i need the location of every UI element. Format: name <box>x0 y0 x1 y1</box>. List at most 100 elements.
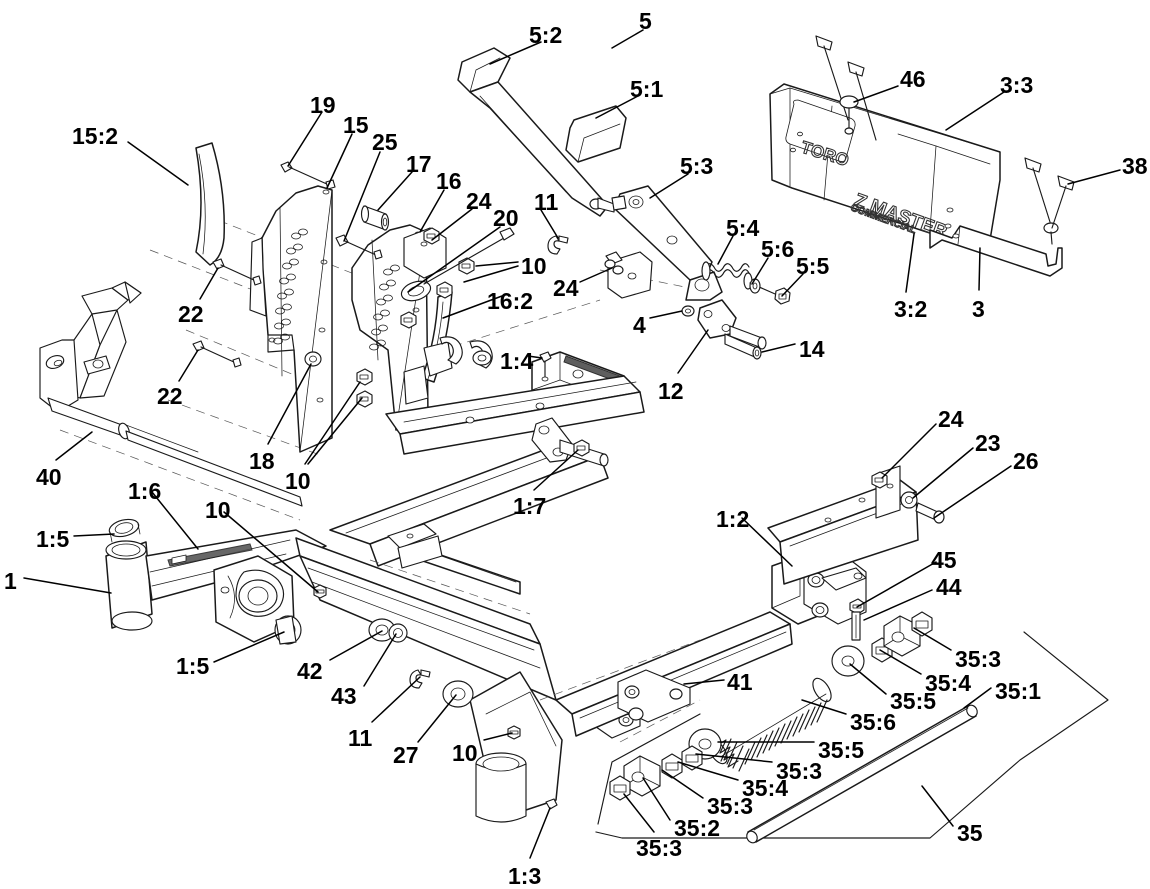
bolt-38-b <box>1051 175 1075 229</box>
callout-41: 41 <box>727 669 753 695</box>
part-15-footrest-plate-left <box>249 185 333 453</box>
callout-11: 11 <box>348 725 373 751</box>
bolt-1-3-pin <box>545 798 558 810</box>
callout-43: 43 <box>331 683 357 709</box>
hardware-stack-lower <box>609 728 722 801</box>
bolt-upper-a <box>815 35 849 121</box>
callout-5-3: 5:3 <box>680 153 714 179</box>
callout-35-3: 35:3 <box>955 646 1002 672</box>
callout-16: 16 <box>436 168 462 194</box>
callout-26: 26 <box>1013 448 1039 474</box>
bolt-38 <box>1024 157 1059 245</box>
callout-4: 4 <box>633 312 646 338</box>
callout-35-5: 35:5 <box>818 737 865 763</box>
callout-1-4: 1:4 <box>500 348 534 374</box>
callout-5-2: 5:2 <box>529 22 563 48</box>
callout-15-2: 15:2 <box>72 123 119 149</box>
callout-1-2: 1:2 <box>716 506 750 532</box>
washer-23 <box>900 491 918 509</box>
bolt-1-4 <box>539 351 552 382</box>
callout-45: 45 <box>931 547 957 573</box>
callout-5-1: 5:1 <box>630 76 664 102</box>
nut-10-frame <box>313 584 327 599</box>
callout-27: 27 <box>393 742 419 768</box>
callout-leader-lines <box>23 29 1121 859</box>
hardware-stack-upper <box>831 611 933 677</box>
callout-1-3: 1:3 <box>508 863 542 889</box>
callout-38: 38 <box>1122 153 1148 179</box>
part-41-bracket <box>617 669 691 723</box>
bushing-1-5-upper <box>108 518 141 543</box>
part-5-pedal-assembly <box>457 47 723 301</box>
callout-35-4: 35:4 <box>742 775 789 801</box>
washer-43 <box>388 623 408 643</box>
callout-3-2: 3:2 <box>894 296 928 322</box>
callout-46: 46 <box>900 66 926 92</box>
callout-1-6: 1:6 <box>128 478 162 504</box>
callout-19: 19 <box>310 92 336 118</box>
locknuts-24 <box>400 227 453 329</box>
callout-10: 10 <box>452 740 478 766</box>
fasteners-footrest-group <box>192 161 569 408</box>
locknuts-10 <box>356 257 475 408</box>
callout-18: 18 <box>249 448 275 474</box>
part-12-link-group <box>681 299 767 360</box>
callout-35-3: 35:3 <box>707 793 754 819</box>
callout-35-3: 35:3 <box>636 835 683 861</box>
knob-46 <box>839 95 859 135</box>
callout-35: 35 <box>957 820 983 846</box>
part-3-control-panel: TORO Z MASTER COMMERCIAL <box>769 35 1075 277</box>
callout-35-5: 35:5 <box>890 688 937 714</box>
bolt-22-lower <box>192 340 242 368</box>
callout-14: 14 <box>799 336 825 362</box>
callout-11: 11 <box>534 189 559 215</box>
callout-42: 42 <box>297 658 323 684</box>
callout-10: 10 <box>205 497 231 523</box>
callout-35-2: 35:2 <box>674 815 721 841</box>
callout-1-7: 1:7 <box>513 493 547 519</box>
callout-24: 24 <box>466 188 492 214</box>
callout-5-6: 5:6 <box>761 236 795 262</box>
callout-1-5: 1:5 <box>36 526 70 552</box>
clip-11 <box>547 235 569 255</box>
callout-12: 12 <box>658 378 684 404</box>
callout-44: 44 <box>936 574 962 600</box>
part-1-main-frame <box>105 336 919 823</box>
callout-35-4: 35:4 <box>925 670 972 696</box>
bushing-1-5-lower <box>274 615 302 645</box>
part-15-2-trim <box>195 142 225 266</box>
callout-10: 10 <box>285 468 311 494</box>
bolt-22-upper <box>212 258 262 286</box>
part-35-spring-rod-assembly <box>595 611 1109 844</box>
callout-40: 40 <box>36 464 62 490</box>
callout-35-1: 35:1 <box>995 678 1042 704</box>
callout-1: 1 <box>4 568 17 594</box>
callout-1-5: 1:5 <box>176 653 210 679</box>
callout-22: 22 <box>157 383 183 409</box>
callout-20: 20 <box>493 205 519 231</box>
callout-15: 15 <box>343 112 369 138</box>
callout-25: 25 <box>372 129 398 155</box>
bolt-upper-b <box>847 61 877 141</box>
spacer-18 <box>304 351 322 367</box>
callout-35-3: 35:3 <box>776 758 823 784</box>
callout-5: 5 <box>639 8 652 34</box>
callout-5-4: 5:4 <box>726 215 760 241</box>
callout-3: 3 <box>972 296 985 322</box>
callout-24: 24 <box>553 275 579 301</box>
part-40-pedal-arm-assembly <box>39 281 303 507</box>
callout-24: 24 <box>938 406 964 432</box>
part-1-7-link <box>531 417 609 467</box>
bushing-1-3 <box>475 752 527 823</box>
fasteners-bottom-left <box>313 584 558 810</box>
washer-27 <box>442 680 474 708</box>
callout-35-6: 35:6 <box>850 709 897 735</box>
bolt-26 <box>915 502 945 524</box>
spacer-17 <box>360 205 390 231</box>
callout-22: 22 <box>178 301 204 327</box>
callout-17: 17 <box>406 151 432 177</box>
callout-16-2: 16:2 <box>487 288 534 314</box>
callout-5-5: 5:5 <box>796 253 830 279</box>
